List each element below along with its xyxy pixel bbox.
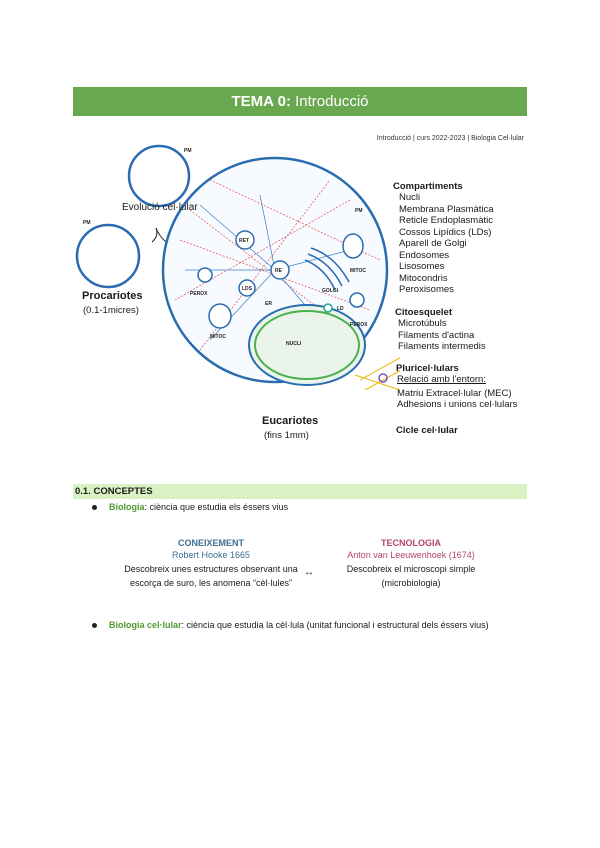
list-item: Mitocondris — [399, 272, 448, 284]
pm-label-top: PM — [184, 148, 192, 154]
definition-biologia-cellular: : ciència que estudia la cèl·lula (unita… — [181, 620, 489, 630]
knowledge-sub: Robert Hooke 1665 — [171, 550, 251, 560]
pluricellular-list: Pluricel·lulars Relació amb l'entorn: Ma… — [396, 363, 517, 411]
term-biologia-cellular: Biologia cel·lular — [109, 620, 182, 630]
prokaryote-left-circle — [75, 223, 141, 289]
label-golgi: GOLGI — [322, 288, 339, 294]
cytoskeleton-list: Citoesquelet Microtúbuls Filaments d'act… — [395, 307, 486, 353]
technology-text-2: (microbiologia) — [381, 578, 441, 588]
bullet-biologia: Biologia: ciència que estudia els éssers… — [92, 502, 288, 512]
label-mitoc-left: MITOC — [210, 334, 226, 340]
prokaryote-top-circle — [127, 144, 191, 208]
knowledge-text-1: Descobreix unes estructures observant un… — [124, 564, 298, 574]
relation-title: Relació amb l'entorn: — [397, 374, 486, 385]
technology-sub: Anton van Leeuwenhoek (1674) — [347, 550, 475, 560]
list-item: Reticle Endoplasmàtic — [399, 215, 493, 226]
label-lds: LDS — [242, 286, 253, 292]
cycle-title: Cicle cel·lular — [396, 425, 458, 436]
label-ret: RET — [239, 238, 249, 244]
label-nucli: NUCLI — [286, 341, 302, 347]
technology-column: TECNOLOGIA Anton van Leeuwenhoek (1674) … — [326, 538, 496, 590]
nucleus — [248, 304, 366, 386]
mitochondria-left — [208, 303, 232, 329]
compartments-list: Compartiments Nucli Membrana Plasmàtica … — [393, 181, 494, 296]
list-item: Filaments d'actina — [398, 329, 475, 341]
knowledge-head: CONEIXEMENT — [177, 538, 244, 548]
evolution-label: Evolució cel·lular — [122, 202, 198, 213]
knowledge-text-2: escorça de suro, les anomena “cèl·lules” — [129, 578, 293, 588]
label-perox-right: PEROX — [350, 322, 368, 328]
list-item: Membrana Plasmàtica — [399, 203, 494, 215]
list-item: Cossos Lipídics (LDs) — [399, 226, 492, 238]
eukaryotes-title: Eucariotes — [262, 415, 319, 427]
pluricellular-title: Pluricel·lulars — [396, 363, 459, 374]
title-bold: TEMA 0: — [231, 93, 291, 110]
term-biologia: Biologia — [109, 502, 145, 512]
pm-label-euk: PM — [355, 208, 363, 214]
list-item: Endosomes — [399, 249, 450, 261]
technology-text-1: Descobreix el microscopi simple — [346, 564, 476, 574]
label-ld: LD — [337, 306, 344, 312]
technology-head: TECNOLOGIA — [381, 538, 441, 548]
list-item: Matriu Extracel·lular (MEC) — [397, 387, 512, 399]
header-note: Introducció | curs 2022-2023 | Biologia … — [376, 135, 524, 142]
list-item: Lisosomes — [399, 261, 445, 272]
list-item: Peroxisomes — [399, 284, 454, 295]
definition-biologia: : ciència que estudia els éssers vius — [144, 502, 289, 512]
cell-diagram: PM PM PM NUCLI GOLGI MITOC MITOC RET RE … — [75, 144, 400, 391]
list-item: Nucli — [399, 192, 421, 203]
label-mitoc-right: MITOC — [350, 268, 366, 274]
bidirectional-arrow-icon: ↔ — [304, 567, 314, 578]
list-item: Microtúbuls — [398, 318, 447, 329]
page-title: TEMA 0: Introducció — [73, 87, 527, 116]
section-title: 0.1. CONCEPTES — [73, 484, 527, 499]
mitochondria-right — [342, 233, 364, 259]
label-perox-left: PEROX — [190, 291, 208, 297]
compartments-title: Compartiments — [393, 181, 463, 192]
bullet-icon — [92, 505, 97, 511]
bullet-icon — [92, 623, 97, 629]
title-rest: Introducció — [295, 93, 369, 110]
list-item: Filaments intermedis — [398, 341, 486, 352]
prokaryotes-title: Procariotes — [82, 290, 143, 302]
pm-label-left: PM — [83, 220, 91, 226]
list-item: Adhesions i unions cel·lulars — [397, 399, 518, 410]
cytoskeleton-title: Citoesquelet — [395, 307, 453, 318]
eukaryotes-size: (fins 1mm) — [264, 430, 309, 441]
bullet-biologia-cellular: Biologia cel·lular: ciència que estudia … — [92, 620, 489, 630]
knowledge-column: CONEIXEMENT Robert Hooke 1665 Descobreix… — [86, 538, 336, 590]
label-er: ER — [265, 301, 272, 307]
prokaryotes-size: (0.1-1micres) — [83, 305, 139, 316]
list-item: Aparell de Golgi — [399, 238, 467, 249]
label-re: RE — [275, 268, 283, 274]
